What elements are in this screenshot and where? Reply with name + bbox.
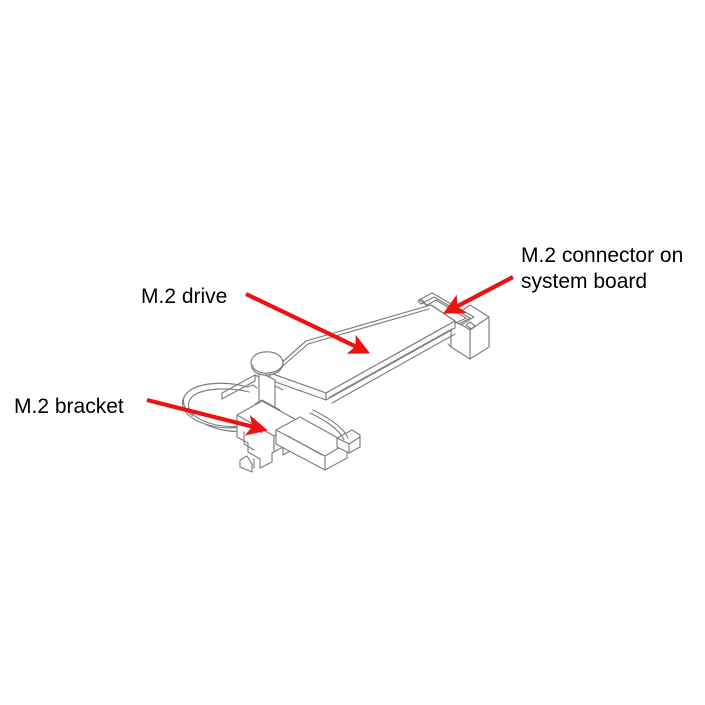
label-m2-drive: M.2 drive [141, 285, 227, 308]
connector-latch-right [465, 321, 476, 330]
drive-right-end-edge [430, 304, 456, 322]
label-m2-connector-line2: system board [521, 270, 647, 293]
ring-attach-tab [246, 384, 258, 389]
bracket-foot [239, 455, 253, 473]
connector-foot-line [447, 343, 452, 348]
bracket-base-arc [309, 412, 345, 441]
bracket-arm-thickness [221, 374, 256, 400]
bracket-base-arc-2 [312, 409, 349, 439]
bracket-base-plate [275, 416, 348, 471]
drive-front-inner-line-2 [331, 333, 456, 404]
ring-left-arc [182, 391, 194, 417]
label-m2-bracket: M.2 bracket [14, 395, 124, 418]
bracket-knob-cap-rim [251, 361, 284, 374]
label-m2-connector-line1: M.2 connector on [521, 244, 683, 267]
callout-arrows [146, 275, 514, 436]
arrow-m2-connector [443, 275, 514, 314]
callout-labels: M.2 connector on system board M.2 drive … [14, 244, 683, 418]
bracket-knob-cap [250, 351, 284, 376]
arrow-m2-drive [245, 292, 371, 354]
bracket-base-tail [336, 429, 361, 454]
drive-front-inner-line [329, 328, 453, 398]
connector-latch-left [417, 298, 425, 305]
bracket-base-scribe [287, 435, 323, 456]
arrow-m2-bracket [146, 397, 268, 436]
drive-front-edge-thickness [325, 320, 456, 401]
bracket-body-detail-2 [243, 431, 255, 451]
m2-connector-socket [417, 292, 490, 360]
drive-top-inner-line [276, 308, 430, 372]
